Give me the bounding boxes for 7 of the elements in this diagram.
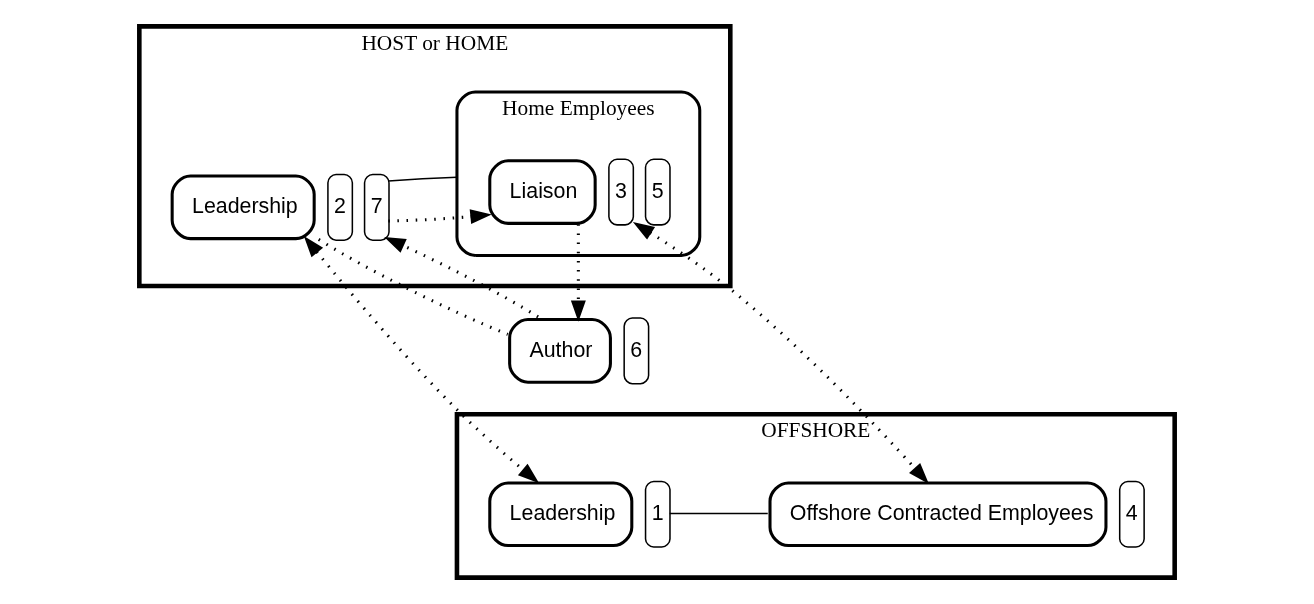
node-label: 5 xyxy=(651,178,664,203)
node-label: 3 xyxy=(615,178,627,203)
node-label: 2 xyxy=(334,193,346,218)
node-label: 4 xyxy=(1125,500,1138,525)
node-label: 6 xyxy=(630,337,643,362)
node-label: 1 xyxy=(651,500,664,525)
node-label: 7 xyxy=(370,193,383,218)
